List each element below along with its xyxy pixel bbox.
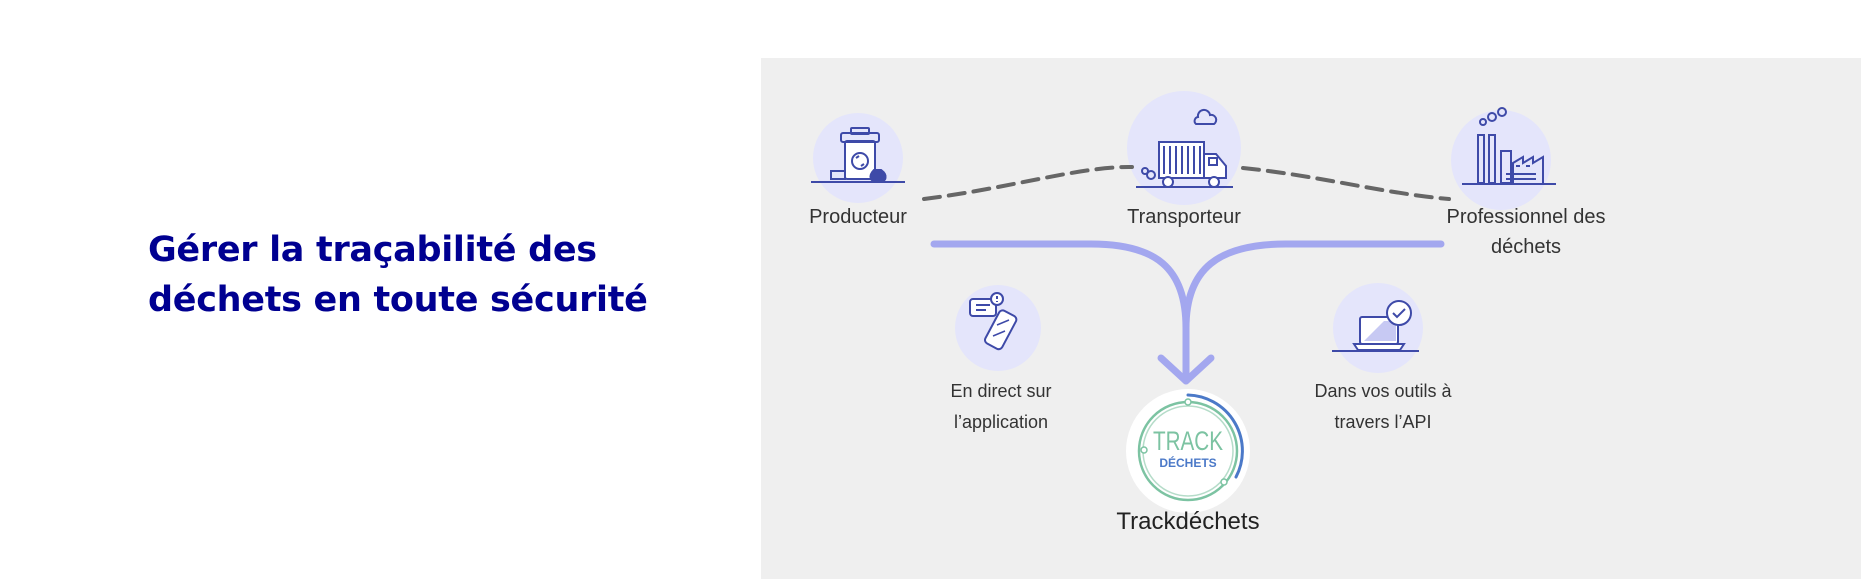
truck-icon — [1136, 108, 1233, 188]
hub-label-text: Trackdéchets — [1116, 508, 1260, 535]
dashed-route — [922, 164, 1451, 201]
professional-label: Professionnel des déchets — [1411, 202, 1641, 262]
flow-arrows — [930, 240, 1445, 385]
hub-label: Trackdéchets — [1078, 507, 1298, 537]
waste-bin-icon — [811, 127, 905, 184]
professional-label-line-2: déchets — [1490, 236, 1562, 258]
logo-wordmark-top: TRACK — [1153, 426, 1223, 456]
app-channel-label: En direct sur l’application — [921, 376, 1081, 438]
producer-label-text: Producteur — [809, 206, 907, 228]
api-channel-line-2: travers l’API — [1334, 412, 1432, 432]
phone-notification-icon — [969, 292, 1018, 351]
laptop-check-icon — [1332, 300, 1419, 352]
producer-label: Producteur — [793, 202, 923, 232]
headline-line-2: déchets en toute sécurité — [148, 280, 648, 320]
transporter-label-text: Transporteur — [1127, 206, 1241, 228]
app-channel-line-2: l’application — [953, 412, 1049, 432]
api-channel-label: Dans vos outils à travers l’API — [1288, 376, 1478, 438]
headline: Gérer la traçabilité des déchets en tout… — [148, 225, 708, 325]
headline-line-1: Gérer la traçabilité des — [148, 230, 597, 270]
transporter-label: Transporteur — [1109, 202, 1259, 232]
professional-label-line-1: Professionnel des — [1446, 206, 1606, 228]
diagram-graphics: TRACK DÉCHETS — [811, 91, 1556, 513]
app-channel-line-1: En direct sur — [950, 381, 1052, 401]
api-channel-line-1: Dans vos outils à — [1314, 381, 1452, 401]
trackdechets-logo: TRACK DÉCHETS — [1126, 389, 1250, 513]
logo-wordmark-bottom: DÉCHETS — [1159, 455, 1216, 470]
factory-icon — [1462, 107, 1556, 185]
tracking-diagram: TRACK DÉCHETS Producteur Transporteur Pr… — [761, 58, 1861, 579]
